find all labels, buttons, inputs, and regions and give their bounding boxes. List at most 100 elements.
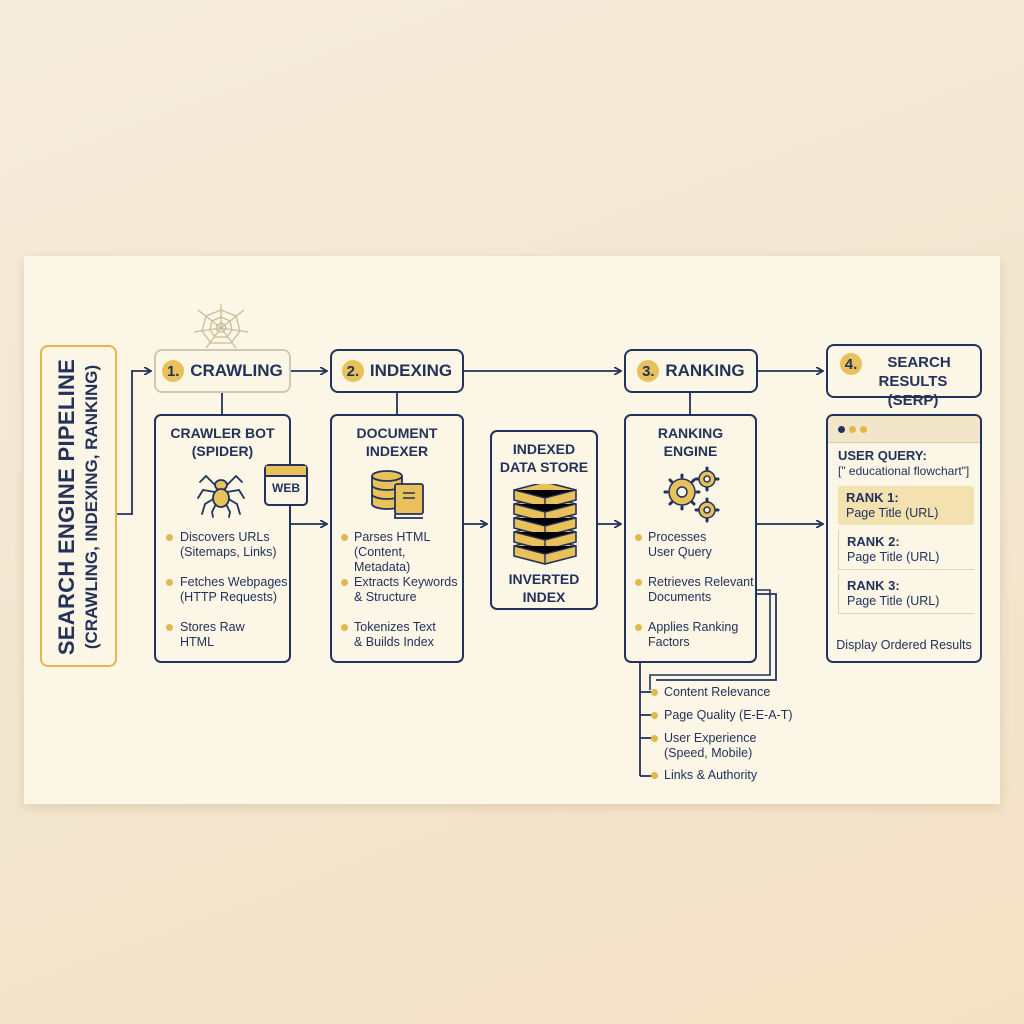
bullet-line: & Structure bbox=[354, 590, 417, 604]
factor-page-quality: Page Quality (E-E-A-T) bbox=[664, 708, 793, 723]
factor-dot bbox=[651, 772, 658, 779]
crawler-bullet-2: Fetches Webpages (HTTP Requests) bbox=[180, 575, 287, 605]
ranking-bullet-1: Processes User Query bbox=[648, 530, 712, 560]
window-dot bbox=[860, 426, 867, 433]
bullet-line: Parses HTML bbox=[354, 530, 431, 544]
stage-number: 1. bbox=[162, 360, 185, 382]
result-rank: RANK 2: bbox=[847, 534, 900, 549]
bullet-line: (Content, Metadata) bbox=[354, 545, 411, 574]
bullet-line: Stores Raw bbox=[180, 620, 245, 634]
stage-label: INDEXING bbox=[369, 361, 453, 380]
display-ordered-results: Display Ordered Results bbox=[836, 638, 972, 652]
bullet-dot bbox=[166, 579, 173, 586]
crawler-bullet-1: Discovers URLs (Sitemaps, Links) bbox=[180, 530, 277, 560]
indexed-data-store-box: INDEXED DATA STORE INVERTED INDEX bbox=[490, 430, 598, 610]
result-rank: RANK 1: bbox=[846, 490, 899, 505]
stage-number: 3. bbox=[637, 360, 660, 382]
datastore-footer: INVERTED INDEX bbox=[492, 570, 596, 606]
serp-title-bar bbox=[828, 416, 980, 443]
pipeline-title: SEARCH ENGINE PIPELINE (CRAWLING, INDEXI… bbox=[54, 357, 102, 657]
bullet-dot bbox=[341, 579, 348, 586]
search-result-2[interactable]: RANK 2: Page Title (URL) bbox=[838, 530, 974, 570]
stage-label: RANKING bbox=[665, 361, 745, 380]
factor-dot bbox=[651, 712, 658, 719]
ranking-engine-title-line1: RANKING bbox=[657, 425, 724, 441]
factor-content-relevance: Content Relevance bbox=[664, 685, 770, 700]
factor-links-authority: Links & Authority bbox=[664, 768, 757, 783]
crawler-bullet-3: Stores Raw HTML bbox=[180, 620, 245, 650]
ranking-bullet-3: Applies Ranking Factors bbox=[648, 620, 738, 650]
indexer-bullet-1: Parses HTML (Content, Metadata) bbox=[354, 530, 462, 575]
crawler-bot-box: CRAWLER BOT (SPIDER) Discovers URLs (Sit… bbox=[154, 414, 291, 663]
user-query-label: USER QUERY: bbox=[838, 448, 927, 463]
bullet-line: User Query bbox=[648, 545, 712, 559]
bullet-line: Extracts Keywords bbox=[354, 575, 458, 589]
stage-number: 4. bbox=[840, 353, 862, 375]
factor-dot bbox=[651, 689, 658, 696]
browser-bar bbox=[266, 466, 306, 477]
ranking-engine-title-line2: ENGINE bbox=[663, 443, 718, 459]
ranking-bullet-2: Retrieves Relevant Documents bbox=[648, 575, 754, 605]
pipeline-title-sub: (CRAWLING, INDEXING, RANKING) bbox=[82, 364, 101, 650]
indexer-bullet-3: Tokenizes Text & Builds Index bbox=[354, 620, 436, 650]
bullet-dot bbox=[635, 624, 642, 631]
bullet-line: Factors bbox=[648, 635, 690, 649]
result-rank: RANK 3: bbox=[847, 578, 900, 593]
stage-serp: 4. SEARCH RESULTS (SERP) bbox=[826, 344, 982, 409]
gears-icon bbox=[663, 466, 720, 523]
datastore-title-line2: DATA STORE bbox=[499, 459, 589, 475]
factor-line: Page Quality (E-E-A-T) bbox=[664, 708, 793, 722]
crawler-title: CRAWLER BOT (SPIDER) bbox=[156, 424, 289, 460]
bullet-dot bbox=[635, 579, 642, 586]
bullet-line: Documents bbox=[648, 590, 712, 604]
stage-indexing: 2. INDEXING bbox=[330, 349, 464, 393]
stage-ranking: 3. RANKING bbox=[624, 349, 758, 393]
bullet-line: Tokenizes Text bbox=[354, 620, 436, 634]
document-indexer-box: DOCUMENT INDEXER Parses HTML (Content, M… bbox=[330, 414, 464, 663]
search-result-1[interactable]: RANK 1: Page Title (URL) bbox=[838, 486, 974, 525]
bullet-line: & Builds Index bbox=[354, 635, 434, 649]
stage-label-line2: RESULTS (SERP) bbox=[878, 373, 948, 409]
datastore-title-line1: INDEXED bbox=[512, 441, 576, 457]
crawler-title-line2: (SPIDER) bbox=[191, 443, 254, 459]
indexer-title-line2: INDEXER bbox=[365, 443, 429, 459]
stage-crawling: 1. CRAWLING bbox=[154, 349, 291, 393]
bullet-line: (HTTP Requests) bbox=[180, 590, 278, 604]
bullet-line: (Sitemaps, Links) bbox=[180, 545, 277, 559]
search-result-3[interactable]: RANK 3: Page Title (URL) bbox=[838, 574, 974, 614]
datastore-footer-line1: INVERTED bbox=[508, 571, 580, 587]
down-arrow-icon bbox=[904, 614, 905, 615]
factor-line: Links & Authority bbox=[664, 768, 758, 782]
bullet-line: Retrieves Relevant bbox=[648, 575, 754, 589]
bullet-dot bbox=[166, 624, 173, 631]
web-badge-label: WEB bbox=[272, 481, 300, 495]
bullet-line: Discovers URLs bbox=[180, 530, 270, 544]
factor-dot bbox=[651, 735, 658, 742]
bullet-dot bbox=[341, 534, 348, 541]
stage-label-line1: SEARCH bbox=[887, 354, 951, 371]
stage-label: CRAWLING bbox=[190, 361, 283, 380]
datastore-title: INDEXED DATA STORE bbox=[492, 440, 596, 476]
datastore-footer-line2: INDEX bbox=[522, 589, 566, 605]
pipeline-title-main: SEARCH ENGINE PIPELINE bbox=[54, 358, 79, 656]
bullet-line: Fetches Webpages bbox=[180, 575, 288, 589]
window-dot bbox=[838, 426, 845, 433]
factor-user-experience: User Experience (Speed, Mobile) bbox=[664, 731, 756, 761]
book-icon bbox=[394, 483, 424, 519]
bullet-line: Applies Ranking bbox=[648, 620, 739, 634]
factor-line: User Experience bbox=[664, 731, 757, 745]
window-dot bbox=[849, 426, 856, 433]
stage-label: SEARCH RESULTS (SERP) bbox=[852, 353, 974, 410]
user-query-value: [" educational flowchart"] bbox=[838, 464, 970, 478]
bullet-dot bbox=[166, 534, 173, 541]
indexer-title-line1: DOCUMENT bbox=[356, 425, 438, 441]
spider-icon bbox=[197, 474, 245, 518]
bullet-line: Processes bbox=[648, 530, 707, 544]
indexer-bullet-2: Extracts Keywords & Structure bbox=[354, 575, 458, 605]
bullet-dot bbox=[341, 624, 348, 631]
crawler-title-line1: CRAWLER BOT bbox=[170, 425, 275, 441]
indexer-title: DOCUMENT INDEXER bbox=[332, 424, 462, 460]
bullet-dot bbox=[635, 534, 642, 541]
spider-web-icon bbox=[193, 304, 249, 349]
ranking-engine-title: RANKING ENGINE bbox=[626, 424, 755, 460]
